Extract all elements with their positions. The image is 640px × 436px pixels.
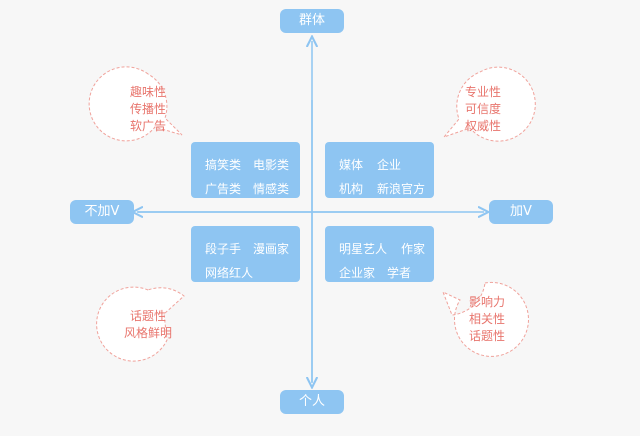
bubble-text: 话题性 <box>129 309 166 323</box>
category-label: 新浪官方 <box>377 182 426 196</box>
category-label: 情感类 <box>253 182 290 196</box>
axis-label-right: 加V <box>489 200 553 224</box>
category-label: 网络红人 <box>205 266 254 280</box>
bubble-text: 话题性 <box>468 329 505 343</box>
bubble-text: 影响力 <box>468 295 505 309</box>
bubble-bottom-left: 话题性 风格鲜明 <box>108 308 188 342</box>
category-label: 明星艺人 <box>339 242 388 256</box>
category-label: 机构 <box>339 182 364 196</box>
bubble-text: 权威性 <box>464 119 501 133</box>
category-label: 段子手 <box>205 242 242 256</box>
category-label: 企业家 <box>339 266 376 280</box>
bubble-text: 传播性 <box>129 102 166 116</box>
bubble-bottom-right: 影响力 相关性 话题性 <box>447 294 527 345</box>
bubble-text: 专业性 <box>464 85 501 99</box>
quadrant-top-right: 媒体企业 机构新浪官方 <box>325 142 434 198</box>
bubble-text: 可信度 <box>464 102 501 116</box>
bubble-top-left: 趣味性 传播性 软广告 <box>108 84 188 135</box>
quadrant-top-left: 搞笑类电影类 广告类情感类 <box>191 142 300 198</box>
axis-label-bottom: 个人 <box>280 390 344 414</box>
category-label: 漫画家 <box>253 242 290 256</box>
bubble-top-right-outline <box>442 66 536 142</box>
category-label: 作家 <box>401 242 426 256</box>
quadrant-bottom-left: 段子手漫画家 网络红人 <box>191 226 300 282</box>
axis-label-left: 不加V <box>70 200 134 224</box>
category-label: 企业 <box>377 158 402 172</box>
bubble-text: 相关性 <box>468 312 505 326</box>
bubble-top-left-outline <box>88 66 183 142</box>
category-label: 媒体 <box>339 158 364 172</box>
bubble-text: 软广告 <box>129 119 166 133</box>
category-label: 学者 <box>387 266 412 280</box>
bubble-bottom-left-outline <box>96 286 185 362</box>
bubble-bottom-right-outline <box>442 281 529 357</box>
axis-label-top: 群体 <box>280 9 344 33</box>
bubble-text: 风格鲜明 <box>123 326 172 340</box>
category-label: 广告类 <box>205 182 242 196</box>
bubble-text: 趣味性 <box>129 85 166 99</box>
category-label: 搞笑类 <box>205 158 242 172</box>
quadrant-bottom-right: 明星艺人作家 企业家学者 <box>325 226 434 282</box>
category-label: 电影类 <box>253 158 290 172</box>
bubble-top-right: 专业性 可信度 权威性 <box>443 84 523 135</box>
